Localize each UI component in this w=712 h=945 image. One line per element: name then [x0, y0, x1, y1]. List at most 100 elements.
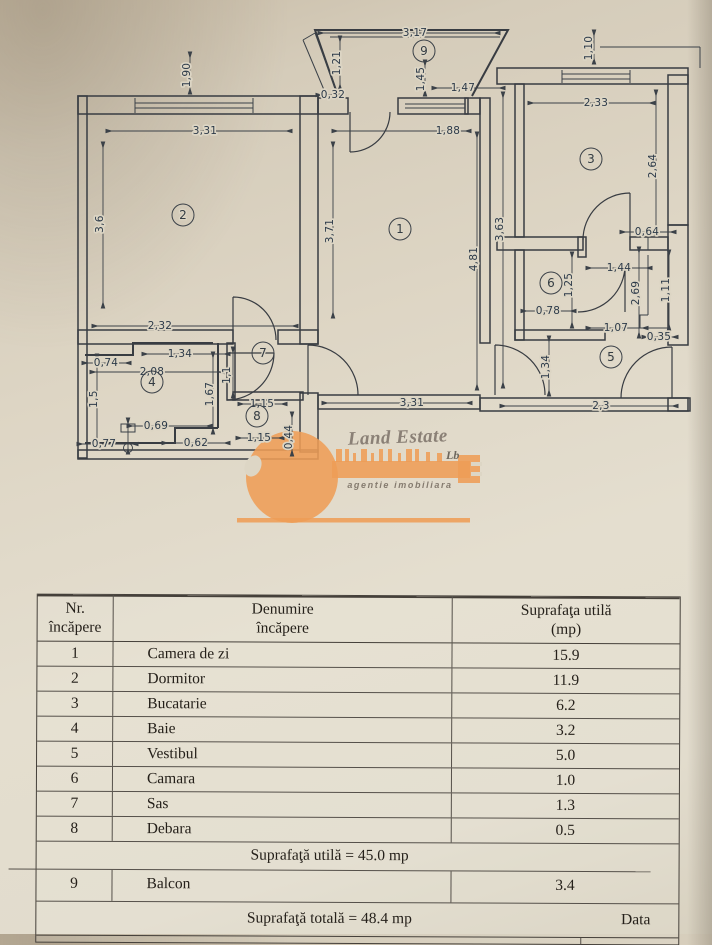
dimension-label: 0,77 [92, 438, 117, 450]
header-suprafata: Suprafaţa utilă (mp) [520, 601, 612, 638]
cell-area: 5.0 [555, 746, 576, 764]
dimension-label: 0,32 [321, 89, 346, 101]
room-number: 7 [251, 341, 275, 365]
dimension-label: 1,11 [660, 278, 672, 303]
cell-area: 1.0 [555, 771, 576, 789]
dimension-label: 0,44 [283, 425, 295, 450]
total-row: Suprafaţă totală = 48.4 mp Data [36, 901, 679, 939]
dimension-label: 1,34 [168, 348, 193, 360]
dimension-label: 1,44 [607, 262, 632, 274]
windows [134, 70, 631, 113]
dimension-label: 1,15 [247, 432, 272, 444]
room-numbers: 1 2 3 4 5 6 7 8 9 [140, 39, 623, 428]
extension-line [600, 46, 701, 68]
dimension-label: 0,78 [536, 305, 561, 317]
room-number: 6 [539, 271, 563, 295]
cell-nr: 5 [37, 741, 114, 766]
cell-area: 3.4 [555, 876, 575, 894]
cell-name: Debara [112, 816, 452, 843]
dimension-label: 1,15 [250, 398, 275, 410]
room-number: 2 [171, 203, 195, 227]
svg-text:4: 4 [148, 375, 156, 389]
dimension-labels: 3,17 1,21 0,32 1,45 1,47 1,90 3,31 1,88 … [86, 25, 673, 451]
dimension-label: 2,69 [630, 281, 642, 306]
svg-text:3: 3 [587, 152, 595, 166]
cell-area: 15.9 [552, 646, 580, 664]
dimension-label: 1,25 [563, 273, 575, 298]
dimension-label: 1,90 [181, 63, 193, 88]
svg-text:2: 2 [179, 208, 187, 222]
logo-stamp: Land Estate agentie imobiliara Lb [237, 425, 482, 523]
svg-text:1: 1 [396, 222, 404, 236]
dimension-label: 1,10 [583, 36, 595, 61]
door-arcs [226, 111, 673, 401]
room-number: 1 [388, 217, 412, 241]
brand-text: Land Estate [346, 425, 448, 450]
cell-area: 1.3 [555, 796, 576, 814]
cell-name: Balcon [112, 869, 452, 903]
dimension-label: 3,6 [94, 215, 106, 233]
dimension-lines [76, 29, 679, 457]
dimension-label: 2,3 [592, 400, 610, 412]
cell-name: Bucatarie [113, 691, 453, 718]
dimension-label: 1,1 [221, 366, 233, 384]
dimension-label: 0,35 [647, 331, 672, 343]
svg-text:7: 7 [259, 346, 267, 360]
cell-name: Baie [113, 716, 453, 743]
dimension-label: 2,33 [584, 97, 609, 109]
dimension-label: 3,71 [324, 219, 336, 244]
dimension-label: 0,69 [144, 420, 169, 432]
dimension-label: 1,47 [451, 82, 476, 94]
cell-nr: 9 [36, 869, 113, 901]
dimension-label: 1,07 [604, 322, 629, 334]
subtotal-row: Suprafaţă utilă = 45.0 mp [8, 841, 651, 873]
room-number: 5 [599, 345, 623, 369]
cell-area: 11.9 [552, 671, 580, 689]
dimension-label: 3,31 [193, 125, 218, 137]
room-number: 9 [412, 39, 436, 63]
dimension-label: 1,34 [540, 355, 552, 380]
floor-plan: Land Estate agentie imobiliara Lb 3,17 1… [76, 25, 701, 523]
room-number: 3 [579, 147, 603, 171]
dimension-label: 0,64 [635, 226, 660, 238]
dimension-label: 3,31 [400, 397, 425, 409]
svg-text:8: 8 [253, 409, 261, 423]
cell-area: 3.2 [555, 721, 576, 739]
dimension-label: 2,08 [140, 366, 165, 378]
cell-nr: 7 [36, 791, 113, 816]
room-number: 4 [140, 370, 164, 394]
cell-name: Vestibul [113, 741, 453, 768]
svg-text:9: 9 [420, 44, 428, 58]
monogram-text: Lb [445, 448, 459, 462]
dimension-label: 1,5 [88, 390, 100, 408]
cell-nr: 3 [37, 691, 114, 716]
key-icon [237, 431, 480, 523]
cell-nr: 2 [37, 666, 114, 691]
dimension-label: 4,81 [468, 247, 480, 272]
cell-name: Sas [112, 791, 452, 818]
dimension-label: 2,32 [148, 320, 173, 332]
dimension-label: 0,74 [94, 357, 119, 369]
header-nr: Nr. încăpere [37, 594, 114, 641]
dimension-label: 3,17 [403, 27, 428, 39]
dimension-label: 1,21 [331, 51, 343, 76]
svg-text:5: 5 [607, 350, 615, 364]
room-number: 8 [245, 404, 269, 428]
dimension-label: 1,88 [436, 125, 461, 137]
cell-name: Camara [112, 766, 453, 793]
dimension-label: 0,62 [184, 437, 209, 449]
cell-nr: 4 [37, 716, 114, 741]
dimension-label: 2,64 [647, 154, 659, 179]
total-text: Suprafaţă totală = 48.4 mp [246, 909, 412, 928]
cell-nr: 8 [36, 816, 113, 841]
dimension-label: 3,63 [494, 217, 506, 242]
balcony-outline [302, 29, 510, 98]
